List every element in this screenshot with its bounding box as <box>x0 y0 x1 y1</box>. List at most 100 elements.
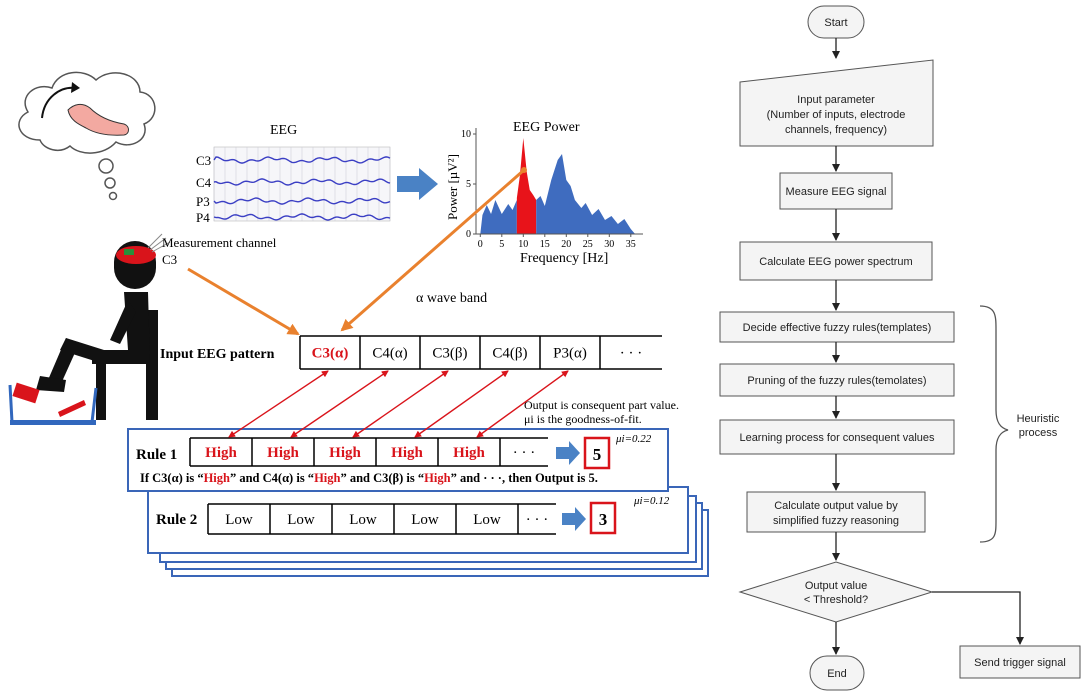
fc-learning <box>719 419 955 455</box>
eeg-wave-p3 <box>213 197 391 205</box>
red-double-arrow <box>290 370 389 438</box>
rule1-cell: High <box>329 445 361 461</box>
svg-text:End: End <box>827 668 847 680</box>
power-x-tick: 5 <box>499 239 504 250</box>
rule1-cell: High <box>453 445 485 461</box>
blue-arrow-icon <box>397 168 438 200</box>
consequent-note-1: Output is consequent part value. <box>524 398 679 412</box>
rule2-output-box <box>589 501 617 535</box>
red-double-arrow <box>228 370 329 438</box>
fc-send-trigger <box>959 645 1081 679</box>
heuristic-label-1: Heuristic <box>1017 413 1060 425</box>
rule2-cell: Low <box>411 512 439 528</box>
rule1-cell: High <box>205 445 237 461</box>
svg-text:Start: Start <box>824 17 847 29</box>
subject-illustration <box>8 71 171 425</box>
fc-decide-rules <box>719 311 955 343</box>
rule1-cell: High <box>391 445 423 461</box>
power-y-tick: 5 <box>466 179 471 190</box>
rule2-cell: · · · <box>526 512 549 528</box>
input-pattern-cell: · · · <box>620 346 643 362</box>
rule1-cell: High <box>267 445 299 461</box>
eeg-cap-icon <box>116 246 156 264</box>
rule1-sentence: If C3(α) is “High” and C4(α) is “High” a… <box>140 471 598 485</box>
input-pattern-row: C3(α) C4(α) C3(β) C4(β) P3(α) · · · <box>299 335 662 370</box>
orange-arrow-alpha <box>340 168 525 332</box>
red-double-arrow <box>352 370 449 438</box>
pedal-box-icon <box>8 382 98 425</box>
rule2-output: 3 <box>599 510 608 529</box>
rule1-output-box <box>583 436 611 470</box>
svg-text:simplified fuzzy reasoning: simplified fuzzy reasoning <box>773 515 899 527</box>
svg-text:Pruning of the fuzzy rules(tem: Pruning of the fuzzy rules(temolates) <box>747 375 926 387</box>
rule1-output-arrow <box>556 441 580 465</box>
input-pattern-cell: C4(α) <box>372 346 407 362</box>
input-pattern-cell: C3(β) <box>432 346 467 362</box>
input-pattern-cell: C3(α) <box>312 346 349 362</box>
rule2-label: Rule 2 <box>156 512 197 528</box>
rule1-card <box>127 428 669 492</box>
rule2-cell: Low <box>473 512 501 528</box>
fc-decision <box>738 561 934 623</box>
rule2-output-arrow <box>562 507 586 531</box>
heuristic-label-2: process <box>1019 427 1058 439</box>
svg-text:Calculate output value by: Calculate output value by <box>774 500 898 512</box>
power-x-tick: 25 <box>583 239 593 250</box>
input-pattern-cell: P3(α) <box>553 346 587 362</box>
eeg-wave-c3 <box>213 156 391 164</box>
power-y-tick: 0 <box>466 229 471 240</box>
spectrum-alpha-band <box>516 138 537 234</box>
svg-text:Input parameter: Input parameter <box>797 94 875 106</box>
thought-cloud-icon <box>18 71 156 201</box>
power-x-tick: 10 <box>518 239 528 250</box>
measurement-channel: C3 <box>162 252 177 267</box>
rule2-cell: Low <box>349 512 377 528</box>
alpha-band-label: α wave band <box>416 291 487 306</box>
measurement-label: Measurement channel <box>162 235 277 250</box>
svg-text:(Number of inputs, electrode: (Number of inputs, electrode <box>767 109 906 121</box>
spectrum-low-band <box>480 200 517 234</box>
rule2-mu: μi=0.12 <box>633 495 670 507</box>
eeg-wave-p4 <box>213 213 391 221</box>
svg-text:Send trigger signal: Send trigger signal <box>974 657 1066 669</box>
power-xlabel: Frequency [Hz] <box>520 251 608 266</box>
eeg-title: EEG <box>270 123 297 138</box>
svg-text:Measure EEG signal: Measure EEG signal <box>786 186 887 198</box>
eeg-trace-panel <box>213 146 391 222</box>
rule2-cell: Low <box>225 512 253 528</box>
orange-arrow-c3 <box>187 267 300 336</box>
fc-end <box>809 655 865 691</box>
power-y-tick: 10 <box>461 129 471 140</box>
eeg-channel-label: C4 <box>196 175 212 190</box>
svg-text:< Threshold?: < Threshold? <box>804 594 868 606</box>
power-x-tick: 0 <box>478 239 483 250</box>
power-x-tick: 30 <box>604 239 614 250</box>
svg-text:Output value: Output value <box>805 580 867 592</box>
power-x-tick: 15 <box>540 239 550 250</box>
power-x-tick: 35 <box>626 239 636 250</box>
spectrum-high-band <box>536 154 636 234</box>
fc-pruning <box>719 363 955 397</box>
input-pattern-cell: C4(β) <box>492 346 527 362</box>
svg-text:Decide effective fuzzy rules(t: Decide effective fuzzy rules(templates) <box>743 322 932 334</box>
eeg-wave-c4 <box>213 178 391 186</box>
power-ylabel: Power [µV²] <box>445 154 460 220</box>
eeg-channel-label: P3 <box>196 194 210 209</box>
svg-text:channels, frequency): channels, frequency) <box>785 124 887 136</box>
rule1-output: 5 <box>593 445 602 464</box>
rule1-mu: μi=0.22 <box>615 433 652 445</box>
rule1-cell: · · · <box>513 445 536 461</box>
power-x-tick: 20 <box>561 239 571 250</box>
flowchart: Start Input parameter (Number of inputs,… <box>719 5 1081 691</box>
consequent-note-2: μi is the goodness-of-fit. <box>524 412 642 426</box>
foot-icon <box>67 103 129 136</box>
eeg-channel-label: C3 <box>196 153 211 168</box>
heuristic-brace <box>979 305 1009 543</box>
fc-calc-output <box>746 491 926 533</box>
input-pattern-label: Input EEG pattern <box>160 347 275 362</box>
red-double-arrow <box>414 370 509 438</box>
fc-calc-power <box>739 241 933 281</box>
red-double-arrows <box>228 370 569 438</box>
